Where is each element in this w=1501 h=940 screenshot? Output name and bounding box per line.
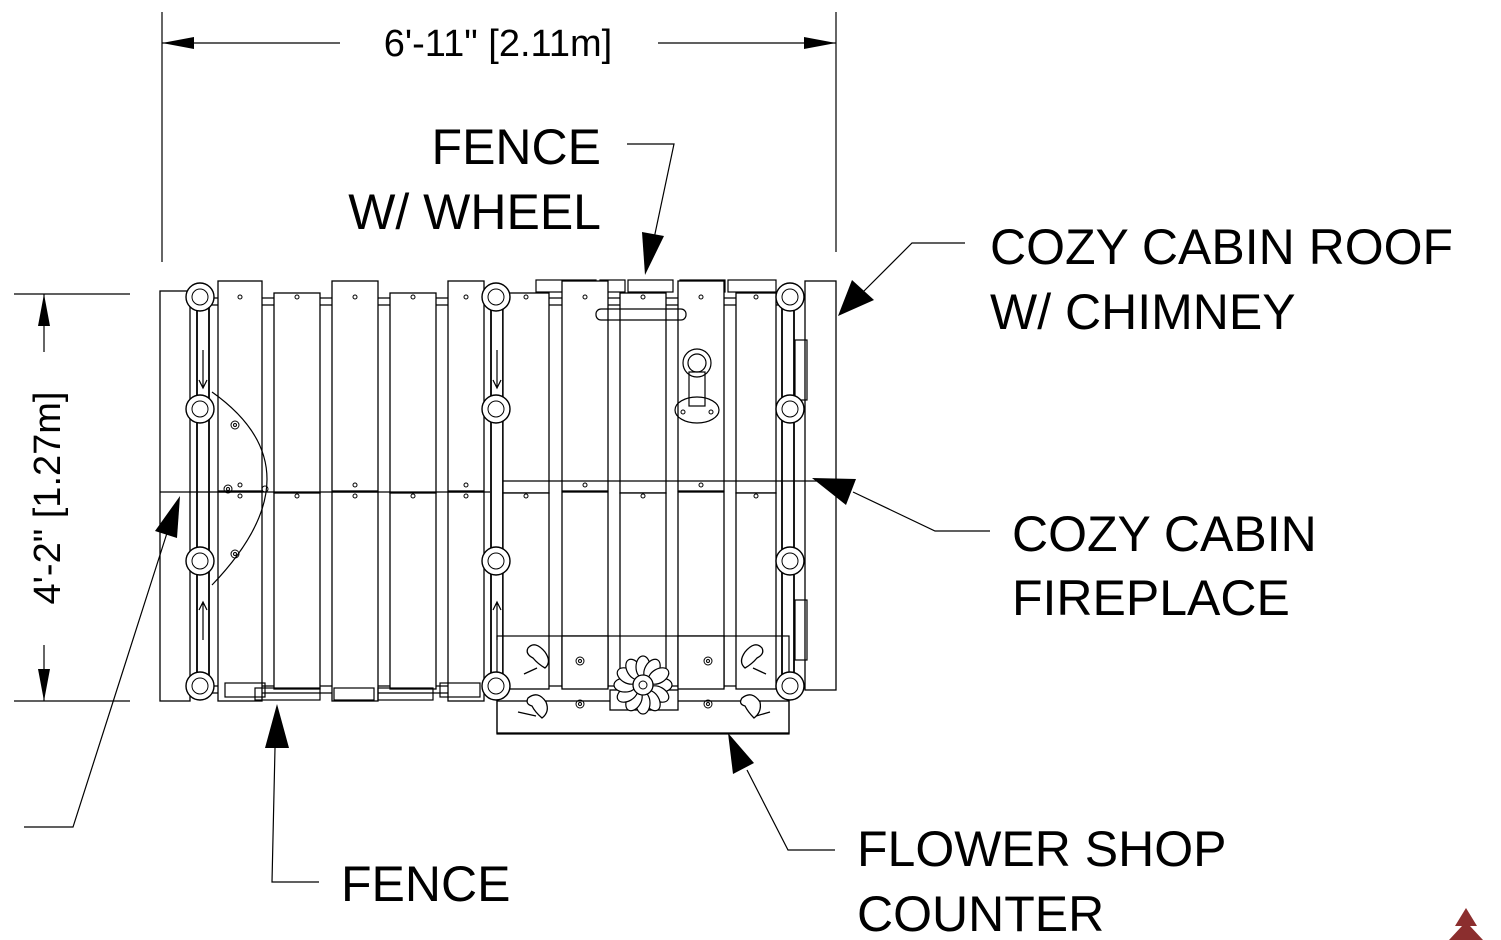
- callout-flower-counter-line1: FLOWER SHOP: [857, 821, 1226, 877]
- right-module: [492, 279, 837, 691]
- wheel-disc: [211, 391, 268, 586]
- logo-mark: [1449, 908, 1483, 940]
- leader-roof: [861, 242, 965, 294]
- corner-post: [775, 671, 805, 701]
- callout-fireplace-line2: FIREPLACE: [1012, 570, 1290, 626]
- callout-texts: FENCE W/ WHEEL COZY CABIN ROOF W/ CHIMNE…: [341, 119, 1453, 940]
- callout-fence-wheel-line2: W/ WHEEL: [348, 184, 601, 240]
- depth-arrow-top: [38, 294, 50, 326]
- arrow-fireplace: [812, 478, 856, 505]
- corner-post: [481, 546, 511, 576]
- corner-post: [775, 282, 805, 312]
- flower-center-dot: [638, 680, 648, 690]
- left-module: [159, 280, 504, 702]
- callout-roof-line1: COZY CABIN ROOF: [990, 219, 1453, 275]
- leader-fence-wheel: [627, 143, 675, 249]
- arrow-roof: [838, 280, 874, 316]
- leader-fence: [271, 747, 319, 883]
- butterfly-decoration: [526, 644, 550, 669]
- corner-posts: [185, 282, 805, 701]
- corner-post: [185, 282, 215, 312]
- corner-post: [481, 282, 511, 312]
- chimney-slot: [595, 308, 687, 321]
- arrow-left: [155, 496, 180, 538]
- leader-left: [24, 532, 168, 828]
- chimney-pipe: [674, 348, 720, 424]
- flower-decoration: [613, 655, 673, 715]
- callout-flower-counter-line2: COUNTER: [857, 886, 1104, 940]
- flower-center: [632, 674, 654, 696]
- callout-fireplace-line1: COZY CABIN: [1012, 506, 1317, 562]
- corner-post: [185, 546, 215, 576]
- callout-fence: FENCE: [341, 856, 510, 912]
- width-arrow-left: [162, 37, 194, 49]
- depth-dimension-text: 4'-2" [1.27m]: [27, 392, 69, 605]
- callout-fence-wheel-line1: FENCE: [432, 119, 601, 175]
- corner-post: [775, 546, 805, 576]
- arrow-flower-counter: [728, 733, 754, 774]
- leader-flower-counter: [746, 769, 835, 851]
- width-dimension-text: 6'-11" [2.11m]: [384, 23, 612, 65]
- arrow-fence-wheel: [642, 232, 664, 275]
- fence-end-slat: [159, 290, 191, 702]
- corner-post: [185, 671, 215, 701]
- width-dimension: 6'-11" [2.11m]: [161, 12, 837, 262]
- depth-dimension: 4'-2" [1.27m]: [14, 293, 130, 702]
- depth-arrow-bottom: [38, 669, 50, 701]
- callout-leaders: [24, 143, 990, 883]
- corner-post: [775, 394, 805, 424]
- corner-post: [185, 394, 215, 424]
- leader-fireplace: [852, 491, 990, 532]
- corner-post: [481, 671, 511, 701]
- corner-post: [481, 394, 511, 424]
- arrow-fence: [265, 704, 289, 748]
- callout-roof-line2: W/ CHIMNEY: [990, 284, 1296, 340]
- width-arrow-right: [804, 37, 836, 49]
